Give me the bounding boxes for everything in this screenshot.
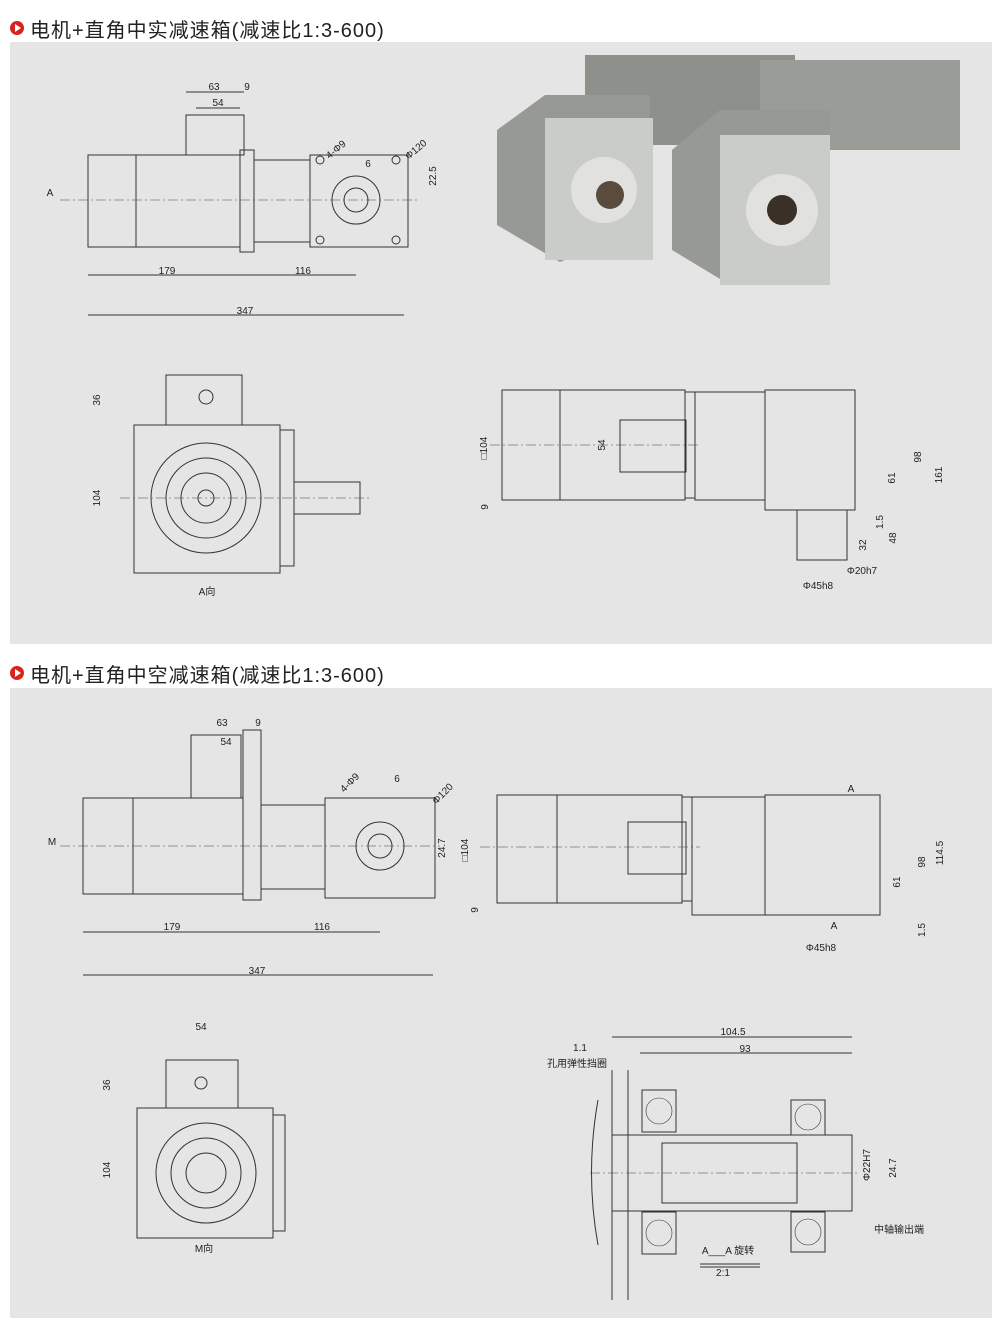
dimension-label: M向: [195, 1242, 213, 1255]
dimension-label: 9: [244, 82, 250, 93]
dimension-label: 1.1: [573, 1043, 587, 1054]
dimension-label: A___A 旋转: [702, 1244, 754, 1257]
front-view-solid: [120, 374, 370, 574]
dimension-label: 61: [892, 876, 903, 888]
dimension-label: 1.5: [875, 515, 886, 529]
dimension-label: □104: [460, 838, 471, 861]
side-view-solid: [60, 91, 420, 316]
dimension-label: 54: [220, 737, 232, 748]
dimension-label: 161: [934, 466, 945, 483]
dimension-label: 1.5: [917, 923, 928, 937]
dimension-label: 24.7: [437, 838, 448, 858]
dimension-label: 6: [365, 159, 371, 170]
dimension-label: 24.7: [888, 1158, 899, 1178]
dimension-label: 114.5: [935, 840, 946, 865]
dimension-label: 4-Φ9: [338, 771, 362, 795]
dimension-label: A: [831, 921, 838, 932]
dimension-label: A向: [199, 585, 216, 598]
dimension-label: 48: [888, 532, 899, 544]
dimension-label: Φ45h8: [806, 943, 837, 954]
dimension-label: 93: [739, 1044, 751, 1055]
top-view-hollow: [480, 794, 881, 916]
dimension-label: 孔用弹性挡圈: [547, 1057, 607, 1070]
dimension-label: 9: [480, 504, 491, 510]
side-view-hollow: [60, 729, 440, 976]
dimension-label: 36: [92, 394, 103, 406]
dimension-label: Φ120: [403, 138, 429, 163]
dimension-label: 347: [249, 966, 266, 977]
dimension-label: 6: [394, 774, 400, 785]
top-view-solid: [490, 389, 856, 561]
dimension-label: Φ45h8: [803, 581, 834, 592]
dimension-label: 22.5: [428, 166, 439, 186]
section-title-solid-shaft: 电机+直角中实减速箱(减速比1:3-600): [10, 15, 385, 42]
section-title-text: 电机+直角中实减速箱(减速比1:3-600): [30, 19, 385, 42]
dimension-label: 116: [314, 922, 330, 933]
dimension-label: 98: [917, 856, 928, 868]
dimension-label: 104.5: [720, 1027, 745, 1038]
dimension-label: 9: [255, 718, 261, 729]
dimension-label: 4-Φ9: [324, 138, 349, 161]
play-bullet-icon: [10, 21, 24, 35]
dimension-label: 2:1: [716, 1268, 730, 1279]
hollow-shaft-section-view: [590, 1036, 860, 1300]
dimension-label: 32: [858, 539, 869, 551]
dimension-label: 36: [102, 1079, 113, 1091]
hollow-shaft-drawing-panel: [10, 688, 992, 1318]
section-title-text: 电机+直角中空减速箱(减速比1:3-600): [30, 664, 385, 687]
dimension-label: Φ20h7: [847, 566, 878, 577]
dimension-label: M: [48, 837, 56, 848]
dimension-label: Φ22H7: [862, 1149, 873, 1181]
dimension-label: 54: [195, 1022, 207, 1033]
dimension-label: 179: [159, 266, 176, 277]
dimension-label: Φ120: [431, 781, 457, 807]
dimension-label: 63: [216, 718, 228, 729]
dimension-label: 中轴输出端: [874, 1223, 924, 1236]
front-view-hollow: [136, 1059, 286, 1239]
dimension-label: A: [848, 784, 855, 795]
dimension-label: 104: [102, 1161, 113, 1178]
section-title-hollow-shaft: 电机+直角中空减速箱(减速比1:3-600): [10, 660, 385, 687]
dimension-label: 116: [295, 266, 311, 277]
dimension-label: 54: [212, 98, 224, 109]
dimension-label: A: [47, 188, 54, 199]
dimension-label: 347: [237, 306, 254, 317]
dimension-label: 63: [208, 82, 220, 93]
dimension-label: 104: [92, 489, 103, 506]
dimension-label: □104: [479, 436, 490, 459]
play-bullet-icon: [10, 666, 24, 680]
dimension-label: 98: [913, 451, 924, 463]
dimension-label: 9: [470, 907, 481, 913]
dimension-label: 61: [887, 472, 898, 484]
product-photo: [497, 55, 960, 285]
dimension-label: 54: [597, 439, 608, 451]
dimension-label: 179: [164, 922, 181, 933]
